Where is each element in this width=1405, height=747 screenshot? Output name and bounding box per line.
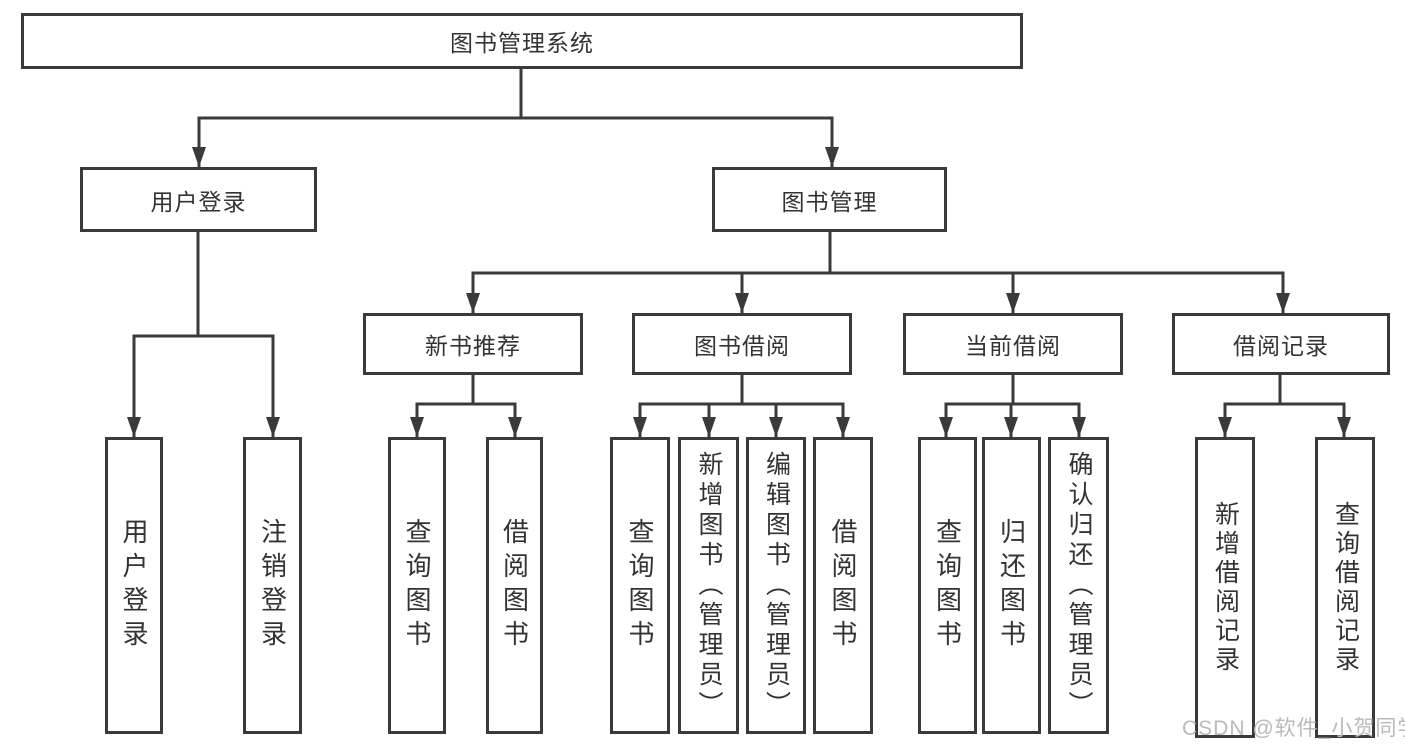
leaf-borrow-books-1-label: 借阅图书 bbox=[499, 517, 530, 654]
group-borrow-records-node: 借阅记录 bbox=[1172, 313, 1390, 375]
leaf-confirm-return-admin-label: 确认归还（管理员） bbox=[1065, 450, 1093, 721]
root-node: 图书管理系统 bbox=[21, 13, 1023, 69]
leaf-borrow-books-2-node: 借阅图书 bbox=[813, 437, 873, 734]
leaf-query-books-2-label: 查询图书 bbox=[625, 517, 655, 654]
group-book-borrow-node: 图书借阅 bbox=[632, 313, 852, 375]
branch-book-management-label: 图书管理 bbox=[781, 188, 878, 215]
root-node-label: 图书管理系统 bbox=[450, 30, 594, 56]
leaf-query-borrow-record-node: 查询借阅记录 bbox=[1315, 437, 1375, 738]
leaf-confirm-return-admin-node: 确认归还（管理员） bbox=[1048, 437, 1109, 734]
branch-user-login-node: 用户登录 bbox=[80, 167, 317, 232]
branch-user-login-label: 用户登录 bbox=[150, 188, 247, 215]
csdn-watermark: CSDN @软件_小贺同学 bbox=[1182, 717, 1405, 740]
leaf-query-borrow-record-label: 查询借阅记录 bbox=[1331, 500, 1360, 675]
group-current-borrow-label: 当前借阅 bbox=[965, 333, 1061, 359]
leaf-add-borrow-record-node: 新增借阅记录 bbox=[1195, 437, 1255, 738]
group-new-book-recommend-node: 新书推荐 bbox=[363, 313, 583, 375]
leaf-query-books-3-label: 查询图书 bbox=[932, 517, 963, 654]
leaf-add-borrow-record-label: 新增借阅记录 bbox=[1211, 500, 1240, 675]
group-new-book-recommend-label: 新书推荐 bbox=[425, 333, 521, 359]
leaf-query-books-3-node: 查询图书 bbox=[918, 437, 977, 734]
leaf-return-books-node: 归还图书 bbox=[982, 437, 1041, 734]
group-current-borrow-node: 当前借阅 bbox=[903, 313, 1123, 375]
leaf-query-books-1-label: 查询图书 bbox=[402, 517, 432, 654]
leaf-borrow-books-2-label: 借阅图书 bbox=[828, 517, 858, 654]
leaf-edit-books-admin-label: 编辑图书（管理员） bbox=[762, 450, 791, 721]
leaf-query-books-2-node: 查询图书 bbox=[610, 437, 670, 734]
group-borrow-records-label: 借阅记录 bbox=[1233, 333, 1329, 359]
branch-book-management-node: 图书管理 bbox=[712, 167, 947, 232]
leaf-logout-label: 注销登录 bbox=[257, 517, 288, 654]
leaf-edit-books-admin-node: 编辑图书（管理员） bbox=[746, 437, 806, 734]
leaf-logout-node: 注销登录 bbox=[243, 437, 302, 734]
leaf-add-books-admin-label: 新增图书（管理员） bbox=[695, 450, 723, 721]
leaf-user-login-label: 用户登录 bbox=[119, 517, 149, 654]
leaf-return-books-label: 归还图书 bbox=[996, 517, 1027, 654]
leaf-query-books-1-node: 查询图书 bbox=[388, 437, 446, 734]
group-book-borrow-label: 图书借阅 bbox=[694, 333, 790, 359]
leaf-user-login-node: 用户登录 bbox=[105, 437, 163, 734]
leaf-borrow-books-1-node: 借阅图书 bbox=[486, 437, 543, 734]
leaf-add-books-admin-node: 新增图书（管理员） bbox=[678, 437, 739, 734]
